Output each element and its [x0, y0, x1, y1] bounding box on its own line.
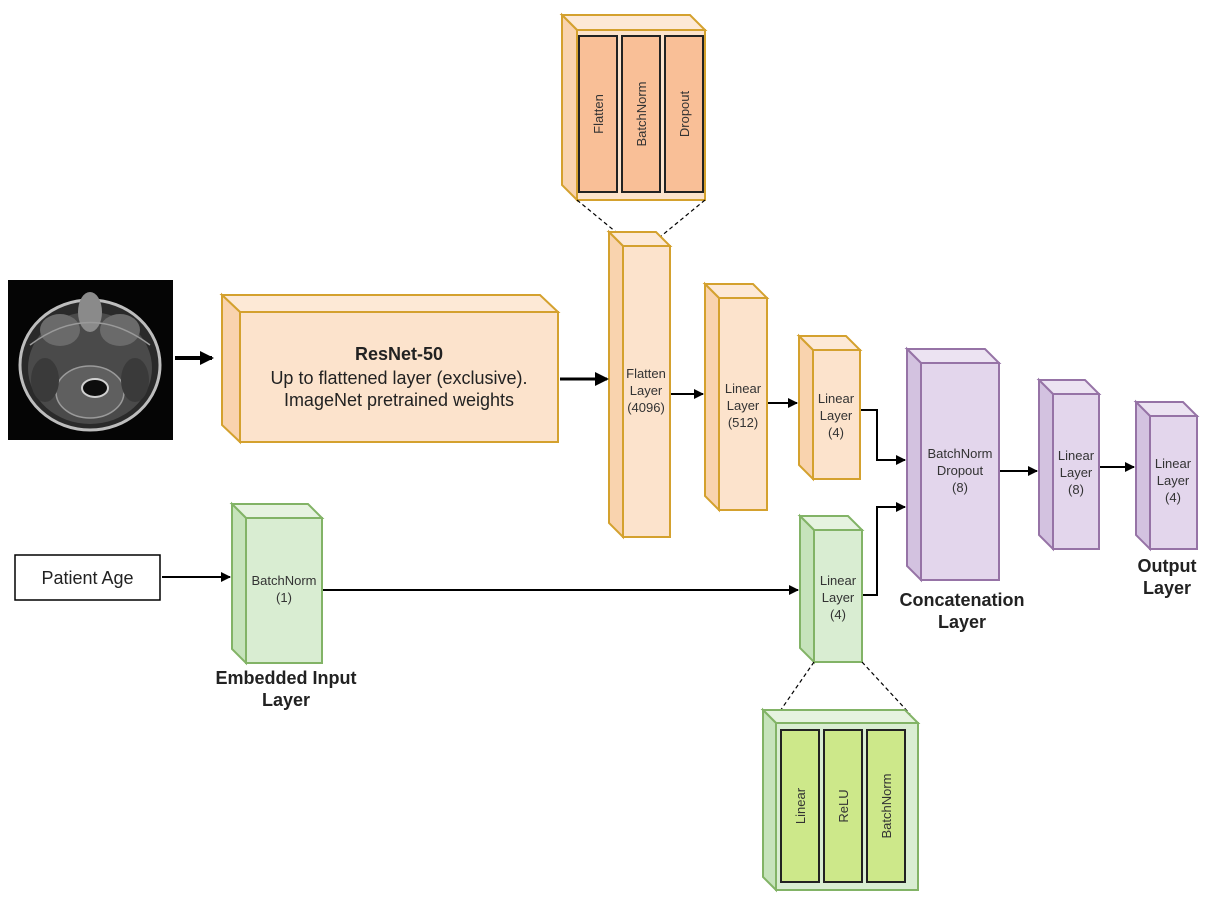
output-line2: Layer [1157, 473, 1190, 488]
embedded-input-caption2: Layer [262, 690, 310, 710]
linear-4-age-line3: (4) [830, 607, 846, 622]
concat-caption2: Layer [938, 612, 986, 632]
linear-detail-item-relu: ReLU [836, 789, 851, 822]
flatten-layer-line3: (4096) [627, 400, 665, 415]
flatten-layer-block: Flatten Layer (4096) [606, 229, 673, 540]
embedded-input-line1: BatchNorm [251, 573, 316, 588]
linear-512-block: Linear Layer (512) [702, 281, 770, 513]
brain-mri-image [8, 280, 173, 440]
resnet-line1: Up to flattened layer (exclusive). [270, 368, 527, 388]
embedded-input-line2: (1) [276, 590, 292, 605]
flatten-layer-line2: Layer [630, 383, 663, 398]
concatenation-block: BatchNorm Dropout (8) [904, 346, 1002, 583]
patient-age-label: Patient Age [41, 568, 133, 588]
linear-4-image-line2: Layer [820, 408, 853, 423]
linear-4-image-line3: (4) [828, 425, 844, 440]
linear-detail-box: Linear ReLU BatchNorm [760, 707, 921, 893]
concat-line1: BatchNorm [927, 446, 992, 461]
output-line3: (4) [1165, 490, 1181, 505]
flatten-detail-box: Flatten BatchNorm Dropout [559, 12, 708, 203]
linear-8-line2: Layer [1060, 465, 1093, 480]
linear-4-image-block: Linear Layer (4) [796, 333, 863, 482]
linear-4-image-line1: Linear [818, 391, 855, 406]
linear-4-age-line1: Linear [820, 573, 857, 588]
resnet-50-block: ResNet-50 Up to flattened layer (exclusi… [219, 292, 561, 445]
resnet-title: ResNet-50 [355, 344, 443, 364]
linear-512-line1: Linear [725, 381, 762, 396]
arrow-linear-4-to-concat [861, 409, 906, 465]
concat-caption1: Concatenation [899, 590, 1024, 610]
linear-512-line3: (512) [728, 415, 758, 430]
linear-zoom-line-right [861, 661, 911, 715]
output-block: Linear Layer (4) [1133, 399, 1200, 552]
output-caption2: Layer [1143, 578, 1191, 598]
linear-4-age-block: Linear Layer (4) [797, 513, 865, 665]
output-caption1: Output [1138, 556, 1197, 576]
flatten-zoom-line-left [576, 199, 623, 238]
linear-8-line1: Linear [1058, 448, 1095, 463]
flatten-detail-item-flatten: Flatten [591, 94, 606, 134]
linear-zoom-line-left [777, 661, 815, 715]
linear-8-line3: (8) [1068, 482, 1084, 497]
linear-detail-item-batchnorm: BatchNorm [879, 773, 894, 838]
concat-line3: (8) [952, 480, 968, 495]
linear-detail-item-linear: Linear [793, 787, 808, 824]
patient-age-box: Patient Age [14, 554, 161, 601]
flatten-detail-item-dropout: Dropout [677, 90, 692, 137]
arrow-linear-4-age-to-concat [863, 502, 906, 596]
flatten-zoom-line-right [659, 199, 706, 238]
flatten-detail-item-batchnorm: BatchNorm [634, 81, 649, 146]
embedded-input-block: BatchNorm (1) [229, 501, 325, 666]
linear-8-block: Linear Layer (8) [1036, 377, 1102, 552]
resnet-line2: ImageNet pretrained weights [284, 390, 514, 410]
linear-512-line2: Layer [727, 398, 760, 413]
concat-line2: Dropout [937, 463, 984, 478]
embedded-input-caption1: Embedded Input [216, 668, 357, 688]
output-line1: Linear [1155, 456, 1192, 471]
linear-4-age-line2: Layer [822, 590, 855, 605]
flatten-layer-line1: Flatten [626, 366, 666, 381]
